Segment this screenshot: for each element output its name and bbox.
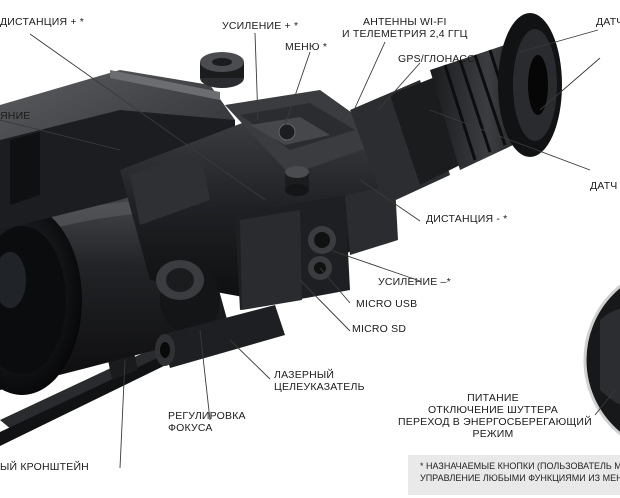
label-power-line4: РЕЖИМ <box>472 428 514 440</box>
objective-lens <box>0 205 82 395</box>
label-gain-minus: УСИЛЕНИЕ –* <box>378 276 451 288</box>
label-sensor-top: ДАТЧ <box>596 16 620 28</box>
rear-tube <box>350 75 470 205</box>
label-laser: ЛАЗЕРНЫЙ ЦЕЛЕУКАЗАТЕЛЬ <box>274 369 365 393</box>
label-antenna-line2: И ТЕЛЕМЕТРИЯ 2,4 ГГЦ <box>342 28 468 40</box>
footnote-line1: * НАЗНАЧАЕМЫЕ КНОПКИ (ПОЛЬЗОВАТЕЛЬ МО <box>420 461 620 471</box>
label-distance-minus: ДИСТАНЦИЯ - * <box>426 213 508 225</box>
side-panel <box>235 185 398 310</box>
label-menu: МЕНЮ * <box>285 41 328 53</box>
footnote-line2: УПРАВЛЕНИЕ ЛЮБЫМИ ФУНКЦИЯМИ ИЗ МЕНЮ <box>420 473 620 483</box>
detail-magnifier <box>583 284 620 436</box>
top-housing <box>0 70 235 230</box>
eyepiece <box>430 13 562 170</box>
label-power-line3: ПЕРЕХОД В ЭНЕРГОСБЕРЕГАЮЩИЙ <box>398 416 592 428</box>
leader-lines <box>0 29 616 469</box>
label-focus-line2: ФОКУСА <box>168 422 213 434</box>
label-gain-plus: УСИЛЕНИЕ + * <box>222 20 299 32</box>
focus-knob <box>156 260 220 334</box>
top-knob <box>200 52 244 88</box>
label-micro-usb: MICRO USB <box>356 298 418 310</box>
label-gps: GPS/ГЛОНАСС <box>398 53 475 65</box>
label-antenna: АНТЕННЫ WI-FI И ТЕЛЕМЕТРИЯ 2,4 ГГЦ <box>342 16 468 40</box>
label-laser-line2: ЦЕЛЕУКАЗАТЕЛЬ <box>274 381 365 393</box>
label-laser-line1: ЛАЗЕРНЫЙ <box>274 369 335 381</box>
laser-module <box>155 305 285 368</box>
label-focus-line1: РЕГУЛИРОВКА <box>168 410 246 422</box>
label-micro-sd: MICRO SD <box>352 323 407 335</box>
label-power-line1: ПИТАНИЕ <box>467 392 519 404</box>
label-left-top: ЯНИЕ <box>0 110 31 122</box>
label-power-line2: ОТКЛЮЧЕНИЕ ШУТТЕРА <box>428 404 558 416</box>
label-distance-plus: ДИСТАНЦИЯ + * <box>0 16 85 28</box>
label-power: ПИТАНИЕ ОТКЛЮЧЕНИЕ ШУТТЕРА ПЕРЕХОД В ЭНЕ… <box>398 392 592 440</box>
label-focus: РЕГУЛИРОВКА ФОКУСА <box>168 410 246 434</box>
label-antenna-line1: АНТЕННЫ WI-FI <box>363 16 447 28</box>
body-knob <box>285 166 309 196</box>
footnote-box: * НАЗНАЧАЕМЫЕ КНОПКИ (ПОЛЬЗОВАТЕЛЬ МО УП… <box>408 455 620 495</box>
label-bracket: ЫЙ КРОНШТЕЙН <box>0 461 89 473</box>
label-sensor-mid: ДАТЧ <box>590 180 618 192</box>
